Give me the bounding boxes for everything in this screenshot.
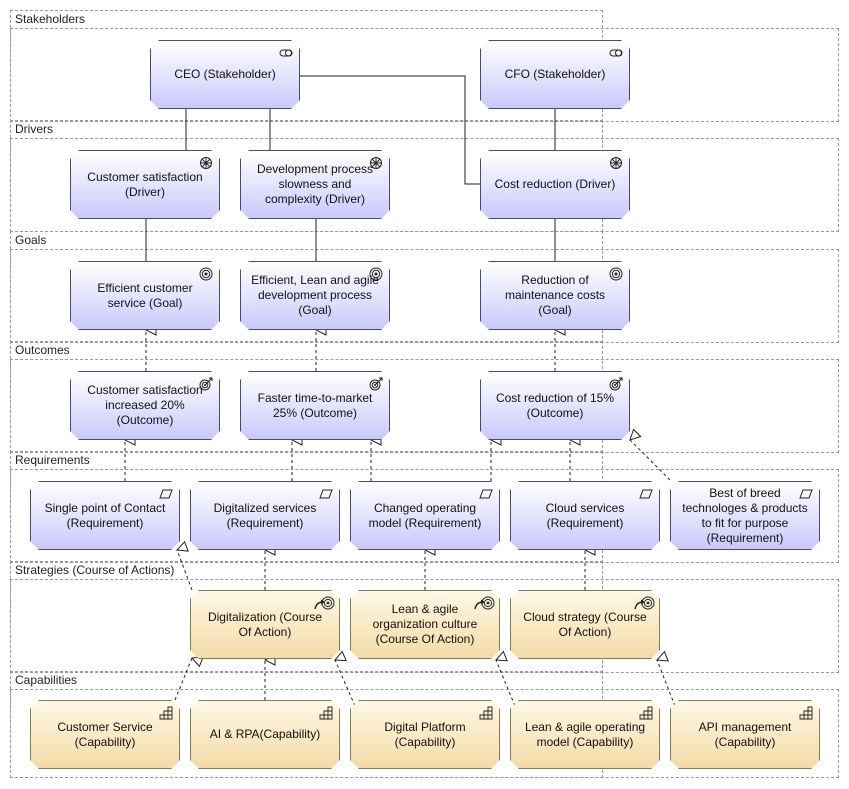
node-label: Cloud services (Requirement) [545, 500, 625, 530]
node-label: AI & RPA(Capability) [209, 727, 321, 741]
requirement-icon [639, 487, 653, 501]
node-label: Cost reduction of 15% (Outcome) [495, 390, 615, 420]
requirement-icon [319, 487, 333, 501]
edge-coa-digital-req-spoc [177, 550, 193, 591]
edge-ceo-driver-cost [300, 75, 480, 185]
node-requirement-best-of-breed[interactable]: Best of breed technologes & products to … [670, 481, 820, 550]
node-goal-efficient-customer-service[interactable]: Efficient customer service (Goal) [70, 261, 220, 330]
node-requirement-single-point-of-contact[interactable]: Single point of Contact (Requirement) [30, 481, 180, 550]
node-capability-ai-rpa[interactable]: AI & RPA(Capability) [190, 700, 340, 769]
node-coa-digitalization[interactable]: Digitalization (Course Of Action) [190, 590, 340, 659]
node-label: API management (Capability) [698, 719, 792, 749]
group-label-stakeholders: Stakeholders [15, 12, 86, 26]
group-strategies-wide [10, 579, 839, 673]
node-requirement-cloud-services[interactable]: Cloud services (Requirement) [510, 481, 660, 550]
node-label: Single point of Contact (Requirement) [44, 500, 166, 530]
edge-cap-lean-coa-lean [496, 660, 516, 707]
capability-icon [319, 706, 333, 720]
driver-icon [199, 156, 213, 170]
group-outcomes-wide [10, 359, 839, 453]
goal-icon [609, 267, 623, 281]
node-label: Development process slowness and complex… [256, 162, 374, 206]
outcome-icon [609, 377, 623, 391]
node-label: Digitalized services (Requirement) [213, 500, 317, 530]
node-outcome-cost-reduction[interactable]: Cost reduction of 15% (Outcome) [480, 371, 630, 440]
node-label: Digitalization (Course Of Action) [207, 609, 323, 639]
group-label-capabilities: Capabilities [15, 673, 78, 687]
driver-icon [369, 156, 383, 170]
outcome-icon [199, 377, 213, 391]
node-capability-api-management[interactable]: API management (Capability) [670, 700, 820, 769]
group-label-strategies: Strategies (Course of Actions) [15, 563, 175, 577]
capability-icon [159, 706, 173, 720]
node-label: Customer Service (Capability) [57, 719, 153, 749]
edge-cap-dp-coa-digital [335, 660, 356, 707]
stakeholder-icon [609, 46, 623, 60]
node-capability-lean-agile-operating-model[interactable]: Lean & agile operating model (Capability… [510, 700, 660, 769]
node-requirement-digitalized-services[interactable]: Digitalized services (Requirement) [190, 481, 340, 550]
stakeholder-icon [279, 46, 293, 60]
group-requirements-wide [10, 469, 839, 563]
node-label: Faster time-to-market 25% (Outcome) [257, 390, 373, 420]
capability-icon [639, 706, 653, 720]
node-label: Cloud strategy (Course Of Action) [523, 609, 647, 639]
requirement-icon [159, 487, 173, 501]
node-goal-reduction-maintenance[interactable]: Reduction of maintenance costs (Goal) [480, 261, 630, 330]
node-coa-cloud-strategy[interactable]: Cloud strategy (Course Of Action) [510, 590, 660, 659]
goal-icon [199, 267, 213, 281]
node-driver-development-process[interactable]: Development process slowness and complex… [240, 150, 390, 219]
node-label: Efficient, Lean and agile development pr… [251, 273, 379, 317]
group-stakeholders-wide [10, 28, 839, 122]
node-outcome-faster-time-to-market[interactable]: Faster time-to-market 25% (Outcome) [240, 371, 390, 440]
node-coa-lean-agile-culture[interactable]: Lean & agile organization culture (Cours… [350, 590, 500, 659]
group-label-drivers: Drivers [15, 122, 53, 136]
node-label: CFO (Stakeholder) [504, 67, 606, 81]
course-of-action-icon [633, 596, 655, 610]
node-label: Efficient customer service (Goal) [97, 280, 193, 310]
node-label: Digital Platform (Capability) [384, 719, 466, 749]
node-requirement-changed-operating-model[interactable]: Changed operating model (Requirement) [350, 481, 500, 550]
requirement-icon [479, 487, 493, 501]
group-label-requirements: Requirements [15, 453, 90, 467]
node-goal-efficient-lean-agile[interactable]: Efficient, Lean and agile development pr… [240, 261, 390, 330]
capability-icon [479, 706, 493, 720]
node-label: Customer satisfaction (Driver) [87, 169, 203, 199]
edge-cap-cs-coa-digital [174, 658, 192, 701]
group-label-goals: Goals [15, 233, 47, 247]
node-label: Lean & agile organization culture (Cours… [372, 602, 478, 646]
node-label: Lean & agile operating model (Capability… [524, 719, 646, 749]
node-driver-customer-satisfaction[interactable]: Customer satisfaction (Driver) [70, 150, 220, 219]
node-capability-customer-service[interactable]: Customer Service (Capability) [30, 700, 180, 769]
node-label: Reduction of maintenance costs (Goal) [504, 273, 606, 317]
goal-icon [369, 267, 383, 281]
node-label: Customer satisfaction increased 20% (Out… [87, 383, 203, 427]
driver-icon [609, 156, 623, 170]
course-of-action-icon [313, 596, 335, 610]
edge-req-best-out [630, 440, 671, 481]
course-of-action-icon [473, 596, 495, 610]
node-ceo-stakeholder[interactable]: CEO (Stakeholder) [150, 40, 300, 109]
node-cfo-stakeholder[interactable]: CFO (Stakeholder) [480, 40, 630, 109]
node-driver-cost-reduction[interactable]: Cost reduction (Driver) [480, 150, 630, 219]
group-label-outcomes: Outcomes [15, 343, 70, 357]
capability-icon [799, 706, 813, 720]
group-goals-wide [10, 249, 839, 343]
node-label: CEO (Stakeholder) [174, 67, 276, 81]
requirement-icon [799, 487, 813, 501]
outcome-icon [369, 377, 383, 391]
node-label: Cost reduction (Driver) [494, 177, 616, 191]
node-outcome-customer-satisfaction[interactable]: Customer satisfaction increased 20% (Out… [70, 371, 220, 440]
edge-cap-api-coa-cloud [657, 660, 676, 707]
node-label: Best of breed technologes & products to … [682, 485, 808, 545]
node-label: Changed operating model (Requirement) [368, 500, 482, 530]
node-capability-digital-platform[interactable]: Digital Platform (Capability) [350, 700, 500, 769]
group-capabilities-wide [10, 689, 839, 778]
